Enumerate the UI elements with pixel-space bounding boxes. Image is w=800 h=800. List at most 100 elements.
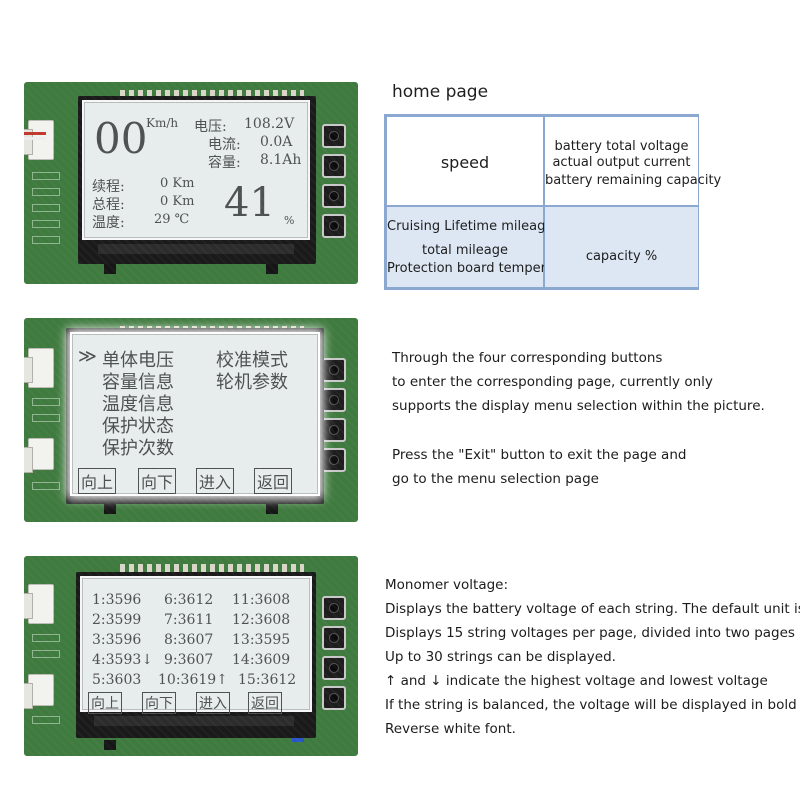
cell-voltage-13: 13:3595: [232, 632, 291, 648]
softkey-up[interactable]: 向上: [78, 468, 117, 494]
cell-line: actual output current: [552, 155, 691, 170]
menu-item-calibration-mode[interactable]: 校准模式: [216, 350, 288, 371]
board-button-up[interactable]: [322, 358, 346, 382]
desc-line: Press the "Exit" button to exit the page…: [392, 447, 687, 463]
desc-line: ↑ and ↓ indicate the highest voltage and…: [385, 673, 768, 689]
button-column: [322, 358, 346, 478]
desc-line: go to the menu selection page: [392, 471, 599, 487]
cell-voltage-9: 9:3607: [164, 652, 214, 668]
softkey-back[interactable]: 返回: [254, 468, 293, 494]
cell-voltage-4: 4:3593↓: [92, 652, 153, 668]
board-button-exit[interactable]: [322, 448, 346, 472]
board-button-down[interactable]: [322, 626, 346, 650]
cell-voltage-3: 3:3596: [92, 632, 142, 648]
voltage-value: 108.2V: [244, 116, 295, 132]
board-button-enter[interactable]: [322, 656, 346, 680]
desc-line: Displays the battery voltage of each str…: [385, 601, 800, 617]
silkscreen-mark: [32, 236, 60, 244]
wires: [24, 132, 46, 146]
wire-connector: [24, 584, 54, 624]
pin-header: [120, 90, 304, 100]
board-button-enter[interactable]: [322, 184, 346, 208]
exit-description: Press the "Exit" button to exit the page…: [392, 443, 686, 491]
percent-value: 41: [224, 180, 275, 226]
cell-line: Protection board temperature: [387, 261, 581, 276]
cell-speed: speed: [386, 116, 544, 206]
board-button-down[interactable]: [322, 388, 346, 412]
temp-label: 温度:: [92, 215, 125, 231]
desc-line: Monomer voltage:: [385, 577, 509, 593]
cell-voltage-12: 12:3608: [232, 612, 291, 628]
cell-bottom-right: capacity %: [544, 206, 699, 288]
cell-line: battery total voltage: [554, 139, 689, 154]
silkscreen-mark: [32, 634, 60, 642]
cell-line: battery remaining capacity: [545, 173, 722, 188]
capacity-value: 8.1Ah: [260, 152, 302, 168]
cell-voltage-10: 10:3619↑: [158, 672, 228, 688]
monomer-voltage-description: Monomer voltage: Displays the battery vo…: [385, 573, 800, 741]
board-home-screen: 00 Km/h 电压: 108.2V 电流: 0.0A 容量: 8.1Ah 续程…: [24, 82, 358, 284]
board-menu-screen: ≫ 单体电压 容量信息 温度信息 保护状态 保护次数 校准模式 轮机参数 向上 …: [24, 318, 358, 522]
board-button-down[interactable]: [322, 154, 346, 178]
lcd-menu-screen: ≫ 单体电压 容量信息 温度信息 保护状态 保护次数 校准模式 轮机参数 向上 …: [70, 332, 320, 496]
board-button-up[interactable]: [322, 596, 346, 620]
wire-connector: [24, 674, 54, 709]
cell-voltage-7: 7:3611: [164, 612, 214, 628]
softkey-enter[interactable]: 进入: [196, 692, 230, 714]
menu-item-capacity-info[interactable]: 容量信息: [102, 372, 174, 393]
wire-connector: [24, 120, 54, 160]
voltage-label: 电压:: [194, 119, 227, 135]
chip: [266, 264, 278, 274]
home-page-title: home page: [392, 82, 489, 102]
board-button-enter[interactable]: [322, 418, 346, 442]
cruise-value: 0 Km: [160, 176, 195, 191]
cell-line: total mileage: [422, 243, 508, 258]
menu-item-protection-status[interactable]: 保护状态: [102, 416, 174, 437]
cell-voltage-6: 6:3612: [164, 592, 214, 608]
menu-item-wheel-params[interactable]: 轮机参数: [216, 372, 288, 393]
softkey-up[interactable]: 向上: [88, 692, 122, 714]
temp-value: 29 ℃: [154, 212, 190, 227]
cell-line: capacity %: [585, 249, 658, 264]
lcd-home-screen: 00 Km/h 电压: 108.2V 电流: 0.0A 容量: 8.1Ah 续程…: [82, 100, 310, 240]
chip: [104, 504, 116, 514]
silkscreen-mark: [32, 414, 60, 422]
total-value: 0 Km: [160, 194, 195, 209]
silkscreen-mark: [32, 204, 60, 212]
cell-speed-text: speed: [440, 153, 490, 172]
silkscreen-mark: [32, 188, 60, 196]
silkscreen-mark: [32, 716, 60, 724]
silkscreen-mark: [32, 220, 60, 228]
desc-line: Through the four corresponding buttons: [392, 350, 663, 366]
cell-voltage-5: 5:3603: [92, 672, 142, 688]
lcd-ribbon: [94, 716, 294, 726]
menu-item-protection-count[interactable]: 保护次数: [102, 438, 174, 459]
speed-value: 00: [94, 114, 148, 163]
softkey-back[interactable]: 返回: [248, 692, 282, 714]
pin-header: [120, 564, 304, 574]
menu-item-temperature-info[interactable]: 温度信息: [102, 394, 174, 415]
cell-voltage-1: 1:3596: [92, 592, 142, 608]
softkey-down[interactable]: 向下: [142, 692, 176, 714]
cell-voltage-11: 11:3608: [232, 592, 291, 608]
total-label: 总程:: [92, 197, 125, 213]
menu-description: Through the four corresponding buttons t…: [392, 346, 765, 418]
home-page-table: speed battery total voltage actual outpu…: [384, 114, 722, 290]
cell-voltage-15: 15:3612: [238, 672, 297, 688]
button-column: [322, 596, 346, 716]
softkey-enter[interactable]: 进入: [196, 468, 235, 494]
button-column: [322, 124, 346, 244]
percent-unit: %: [284, 214, 295, 227]
menu-item-cell-voltage[interactable]: 单体电压: [102, 350, 174, 371]
silkscreen-mark: [32, 650, 60, 658]
desc-line: to enter the corresponding page, current…: [392, 374, 713, 390]
board-button-up[interactable]: [322, 124, 346, 148]
cruise-label: 续程:: [92, 179, 125, 195]
board-button-exit[interactable]: [322, 686, 346, 710]
cell-voltage-8: 8:3607: [164, 632, 214, 648]
board-button-exit[interactable]: [322, 214, 346, 238]
wire-connector: [24, 348, 54, 388]
softkey-down[interactable]: 向下: [138, 468, 177, 494]
current-label: 电流:: [208, 137, 241, 153]
cell-bottom-left: Cruising Lifetime mileage total mileage …: [386, 206, 581, 288]
